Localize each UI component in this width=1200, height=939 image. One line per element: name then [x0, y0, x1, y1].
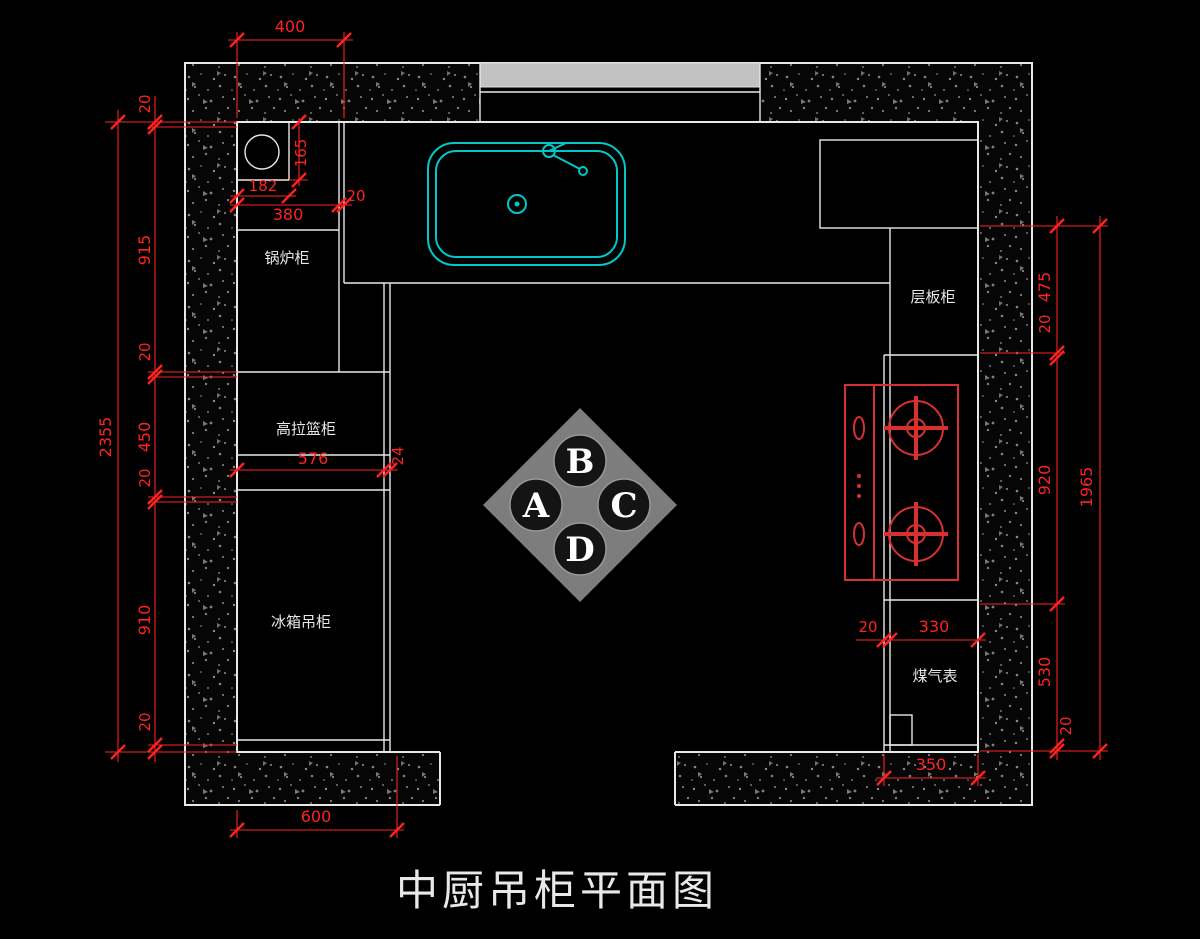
dim-left-chain-6: 20	[136, 712, 154, 731]
dim-left-chain-1: 915	[135, 235, 154, 266]
dim-right-chain-4: 20	[1057, 716, 1075, 735]
dim-bottom-left: 600	[301, 807, 332, 826]
dim-bottom-right: 350	[916, 755, 947, 774]
logo-letter-d: D	[565, 530, 594, 570]
label-boiler-cabinet: 锅炉柜	[264, 249, 309, 267]
dim-right-chain-2: 920	[1035, 465, 1054, 496]
dim-right-chain-0: 475	[1035, 272, 1054, 303]
label-fridge-wall-cabinet: 冰箱吊柜	[271, 613, 331, 631]
dim-right-chain-1: 20	[1036, 314, 1054, 333]
gas-meter-pipe-box	[889, 714, 913, 746]
window-sill	[479, 62, 761, 88]
dim-box-height: 165	[292, 139, 310, 168]
label-gas-meter: 煤气表	[912, 667, 957, 685]
sink-drain-center	[514, 201, 520, 207]
faucet-icon	[542, 142, 588, 176]
logo-circle-d	[553, 522, 607, 576]
dim-boiler-width: 380	[273, 205, 304, 224]
logo-letter-a: A	[522, 486, 550, 526]
logo-diamond-shape	[483, 408, 677, 602]
dim-left-chain-2: 20	[136, 342, 154, 361]
burner-top	[884, 396, 948, 460]
dim-right-chain-3: 530	[1035, 657, 1054, 688]
sink-inner	[435, 150, 618, 258]
top-right-cabinet	[819, 139, 979, 229]
flue-hole	[244, 134, 280, 170]
dim-counter-depth: 576	[298, 449, 329, 468]
stove-knob-top	[853, 416, 865, 440]
dim-top-width: 400	[275, 17, 306, 36]
door-opening	[439, 752, 676, 805]
label-tall-basket-cabinet: 高拉篮柜	[276, 420, 336, 438]
dim-box-width: 182	[249, 177, 278, 195]
label-shelf-cabinet: 层板柜	[910, 288, 955, 306]
dim-meter-width: 330	[919, 617, 950, 636]
burner-bottom	[884, 502, 948, 566]
dim-boiler-edge: 20	[346, 187, 365, 205]
dim-left-total: 2355	[96, 417, 115, 458]
sink-drain	[507, 194, 527, 214]
dim-meter-edge: 20	[858, 618, 877, 636]
drawing-title: 中厨吊柜平面图	[396, 866, 718, 915]
logo-circle-b	[553, 434, 607, 488]
stove-knob-bottom	[853, 522, 865, 546]
gas-stove	[844, 384, 959, 581]
logo-letter-c: C	[610, 486, 637, 526]
cabinet-labels: 锅炉柜 高拉篮柜 冰箱吊柜 层板柜 煤气表	[264, 249, 957, 685]
dimension-lines	[105, 32, 1108, 838]
stove-body	[844, 384, 959, 581]
sink-outer	[427, 142, 626, 266]
logo-letter-b: B	[566, 442, 595, 482]
logo-diamond: B A C D	[483, 408, 677, 602]
dim-left-chain-5: 910	[135, 605, 154, 636]
dim-left-chain-4: 20	[136, 468, 154, 487]
dim-counter-edge: 24	[389, 446, 407, 465]
sink	[427, 142, 626, 266]
wall-inner-boundary	[236, 121, 979, 753]
control-dots	[857, 474, 861, 498]
dimension-texts: 400 20 915 20 450 20 910 20 2355 182 165…	[96, 17, 1096, 826]
dim-right-total: 1965	[1077, 467, 1096, 508]
cabinet-lines	[237, 122, 979, 752]
dim-left-chain-0: 20	[136, 94, 154, 113]
logo-circle-a	[509, 478, 563, 532]
window	[479, 62, 761, 122]
logo-circle-c	[597, 478, 651, 532]
dim-left-chain-3: 450	[135, 422, 154, 453]
